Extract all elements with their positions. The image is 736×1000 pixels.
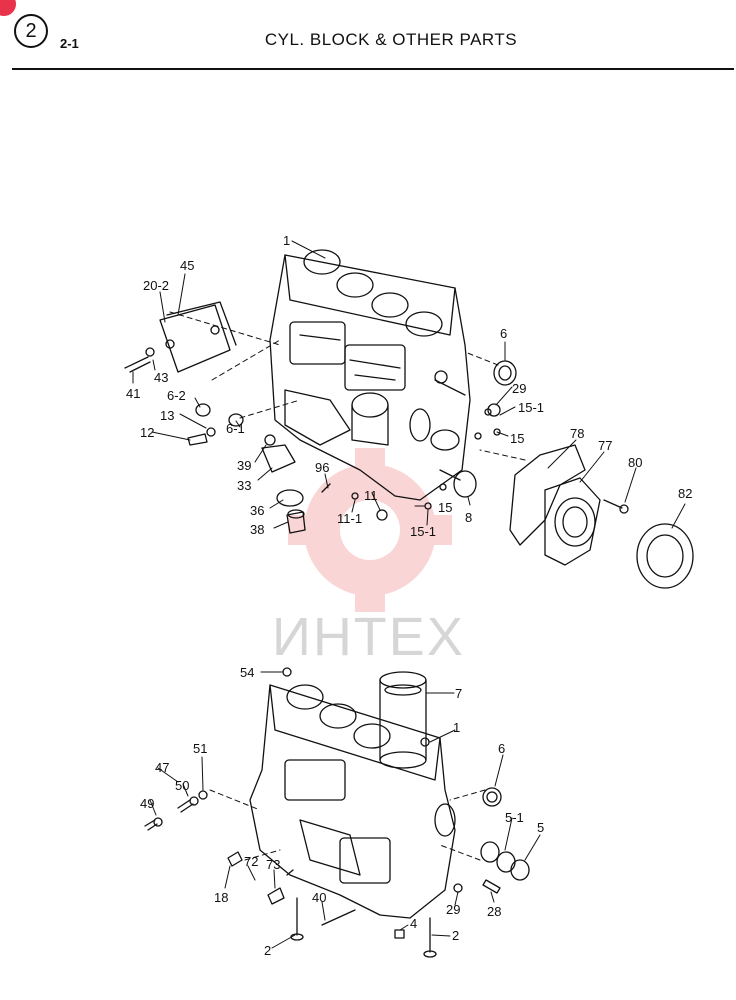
label-part: 54 xyxy=(240,665,254,680)
label-part: 96 xyxy=(315,460,329,475)
label-part: 38 xyxy=(250,522,264,537)
label-part: 5 xyxy=(537,820,544,835)
label-part: 15 xyxy=(510,431,524,446)
page-title: CYL. BLOCK & OTHER PARTS xyxy=(264,30,518,49)
lower-small-parts xyxy=(144,787,530,958)
label-part: 7 xyxy=(455,686,462,701)
upper-cylinder-block xyxy=(269,249,501,501)
upper-small-parts xyxy=(124,347,517,534)
label-part: 11-1 xyxy=(337,511,362,526)
cylinder-liner xyxy=(379,671,427,769)
upper-part-labels: 1 45 20-2 43 41 6-2 13 12 6-1 39 33 96 3… xyxy=(126,233,692,539)
label-part: 5-1 xyxy=(505,810,524,825)
label-part: 1 xyxy=(283,233,290,248)
label-part: 8 xyxy=(465,510,472,525)
label-part: 20-2 xyxy=(143,278,169,293)
sub-number: 2-1 xyxy=(60,36,79,51)
corner-marker xyxy=(0,0,16,16)
lower-leader-lines xyxy=(149,671,541,949)
label-part: 6-2 xyxy=(167,388,186,403)
label-part: 13 xyxy=(160,408,174,423)
label-part: 15 xyxy=(438,500,452,515)
label-part: 18 xyxy=(214,890,228,905)
label-part: 51 xyxy=(193,741,207,756)
label-part: 28 xyxy=(487,904,501,919)
label-part: 45 xyxy=(180,258,194,273)
header-rule xyxy=(12,68,734,70)
label-part: 43 xyxy=(154,370,168,385)
label-part: 77 xyxy=(598,438,612,453)
label-part: 29 xyxy=(512,381,526,396)
label-part: 39 xyxy=(237,458,251,473)
label-part: 4 xyxy=(410,916,417,931)
label-part: 15-1 xyxy=(518,400,544,415)
label-part: 72 xyxy=(244,854,258,869)
label-part: 15-1 xyxy=(410,524,436,539)
label-part: 41 xyxy=(126,386,140,401)
label-part: 2 xyxy=(264,943,271,958)
label-part: 6 xyxy=(500,326,507,341)
label-part: 40 xyxy=(312,890,326,905)
label-part: 29 xyxy=(446,902,460,917)
label-part: 82 xyxy=(678,486,692,501)
lower-part-labels: 54 7 1 51 47 50 49 6 5-1 5 72 73 18 40 4… xyxy=(140,665,544,958)
label-part: 1 xyxy=(453,720,460,735)
label-part: 80 xyxy=(628,455,642,470)
page-header: 2 2-1 CYL. BLOCK & OTHER PARTS xyxy=(0,0,736,80)
label-part: 6-1 xyxy=(226,421,245,436)
label-part: 12 xyxy=(140,425,154,440)
label-part: 11 xyxy=(364,488,378,503)
label-part: 73 xyxy=(266,857,280,872)
label-part: 36 xyxy=(250,503,264,518)
label-part: 50 xyxy=(175,778,189,793)
lower-cylinder-block xyxy=(249,667,456,919)
label-part: 33 xyxy=(237,478,251,493)
upper-leader-lines xyxy=(132,240,686,529)
label-part: 2 xyxy=(452,928,459,943)
label-part: 49 xyxy=(140,796,154,811)
label-part: 6 xyxy=(498,741,505,756)
label-part: 78 xyxy=(570,426,584,441)
rear-plate-and-seal xyxy=(509,444,694,589)
watermark-text: ИНТЕХ xyxy=(272,607,465,667)
group-number-badge: 2 xyxy=(14,14,48,48)
label-part: 47 xyxy=(155,760,169,775)
